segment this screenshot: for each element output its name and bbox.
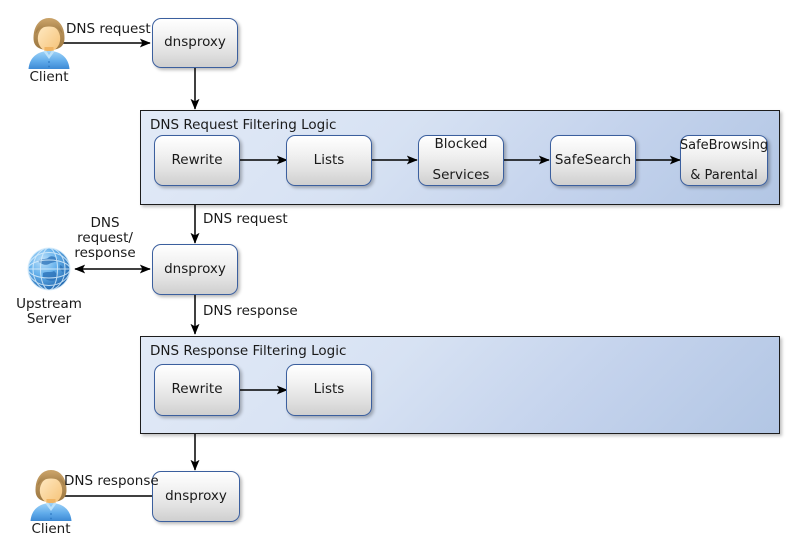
globe-icon xyxy=(27,247,71,291)
user-avatar-icon xyxy=(28,18,70,69)
response-filtering-group: DNS Response Filtering Logic xyxy=(140,336,780,434)
node-dnsproxy-top: dnsproxy xyxy=(152,18,238,68)
node-request-safesearch: SafeSearch xyxy=(550,135,636,186)
client-top-label: Client xyxy=(29,69,69,85)
upstream-server-label: Upstream Server xyxy=(16,296,82,328)
response-group-title: DNS Response Filtering Logic xyxy=(150,343,347,359)
edge-label-dnsproxy-to-response-group: DNS response xyxy=(203,303,298,319)
node-request-blocked-services: Blocked Services xyxy=(418,135,504,186)
client-bottom-label: Client xyxy=(31,521,71,537)
request-group-title: DNS Request Filtering Logic xyxy=(150,117,337,133)
node-request-rewrite: Rewrite xyxy=(154,135,240,186)
node-dnsproxy-bottom: dnsproxy xyxy=(152,471,240,522)
user-avatar-icon xyxy=(30,470,72,521)
node-request-lists: Lists xyxy=(286,135,372,186)
node-response-rewrite: Rewrite xyxy=(154,364,240,416)
edge-label-dnsproxy-to-client: DNS response xyxy=(64,473,159,489)
edge-label-dnsproxy-to-request-group: DNS request xyxy=(203,211,288,227)
edge-label-upstream: DNS request/ response xyxy=(74,215,136,262)
node-response-lists: Lists xyxy=(286,364,372,416)
node-request-safebrowsing-parental: SafeBrowsing & Parental xyxy=(680,135,768,186)
node-dnsproxy-middle: dnsproxy xyxy=(152,244,238,295)
edge-label-client-to-dnsproxy: DNS request xyxy=(66,21,151,37)
